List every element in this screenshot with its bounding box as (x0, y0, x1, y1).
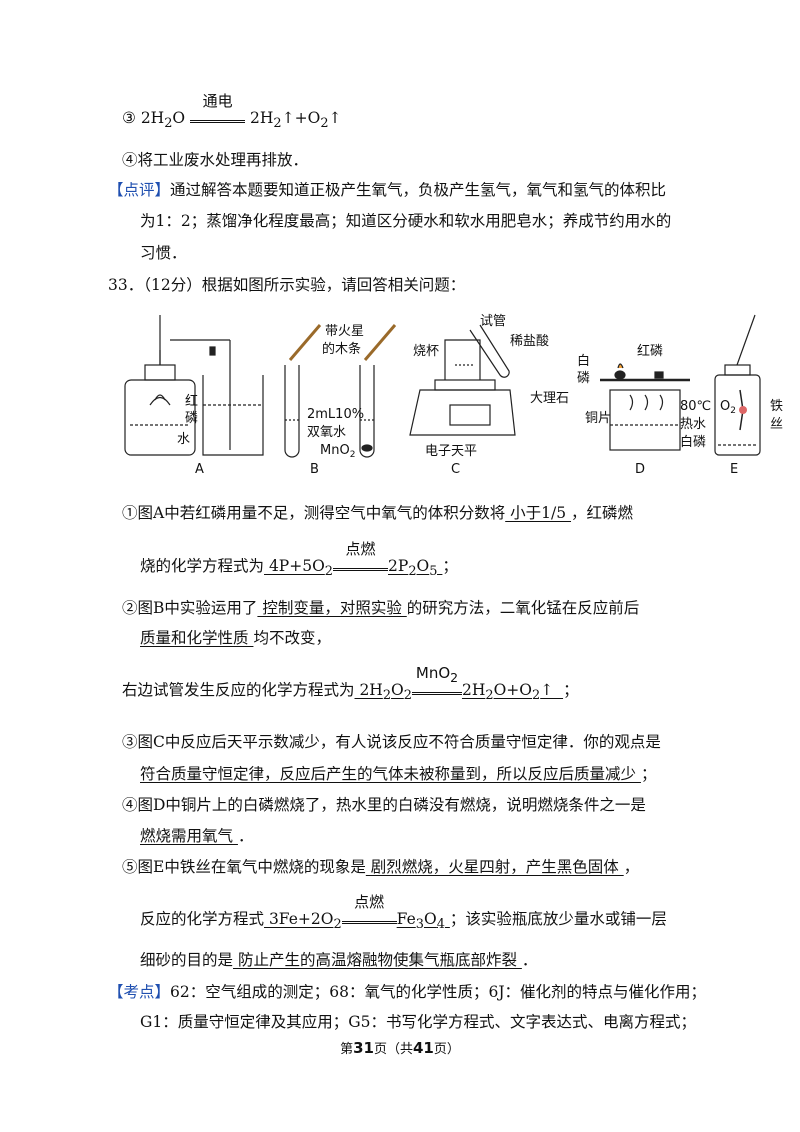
label-a-hong: 红 (185, 393, 198, 409)
label-d-lin: 磷 (577, 371, 590, 386)
comment-line-2: 为1：2；蒸馏净化程度最高；知道区分硬水和软水用肥皂水；养成节约用水的 (140, 212, 672, 230)
label-b-h2o2: 双氧水 (307, 425, 346, 440)
label-d: D (635, 462, 645, 477)
label-d-honglin: 红磷 (637, 343, 663, 359)
label-e-tie: 铁 (770, 399, 783, 414)
answer-5-line-1: ⑤图E中铁丝在氧气中燃烧的现象是 剧烈燃烧，火星四射，产生黑色固体 ， (122, 858, 640, 876)
answer-4-line-1: ④图D中铜片上的白磷燃烧了，热水里的白磷没有燃烧，说明燃烧条件之一是 (122, 796, 646, 814)
label-b-top1: 带火星 (325, 324, 364, 339)
label-c-xiyansuan: 稀盐酸 (510, 334, 549, 349)
label-e: E (730, 462, 738, 477)
figure-d-apparatus (600, 363, 690, 451)
reaction-arrow: 通电 (190, 92, 246, 123)
label-e-si: 丝 (770, 417, 783, 432)
answer-2-line-2: 质量和化学性质 均不改变， (140, 629, 331, 647)
label-c-dalishi: 大理石 (530, 391, 569, 406)
answer-2-line-1: ②图B中实验运用了 控制变量，对照实验 的研究方法，二氧化锰在反应前后 (122, 599, 640, 617)
knowledge-tag: 【考点】 (108, 983, 171, 1001)
answer-1-line-1: ①图A中若红磷用量不足，测得空气中氧气的体积分数将 小于1/5 ，红磷燃 (122, 504, 634, 522)
label-c-shaobei: 烧杯 (413, 344, 439, 359)
label-b-mno2: MnO2 (320, 443, 355, 460)
reaction-arrow: MnO2 (411, 664, 462, 695)
figure-e-apparatus (714, 314, 761, 456)
experiment-figure: 红 磷 水 A 带火星 的木条 2mL10% 双氧水 MnO2 B 试管 烧杯 … (124, 314, 783, 477)
answer-5-line-3: 细砂的目的是 防止产生的高温熔融物使集气瓶底部炸裂 ． (140, 951, 538, 969)
figure-a-apparatus (124, 315, 264, 456)
label-e-o2: O2 (720, 399, 736, 416)
label-d-bailin: 白磷 (680, 434, 706, 450)
comment-line-3: 习惯． (140, 244, 187, 262)
label-d-tongpian: 铜片 (585, 411, 611, 426)
label-a: A (195, 462, 204, 477)
figure-b-apparatus (284, 324, 397, 458)
answer-4-line-2: 燃烧需用氧气 ． (140, 827, 254, 845)
electrolysis-equation: ③ 2H2O 通电 2H2↑+O2↑ (122, 92, 342, 132)
label-b: B (310, 462, 319, 477)
figure-c-apparatus (409, 324, 516, 436)
comment-paragraph: 【点评】通过解答本题要知道正极产生氧气，负极产生氢气，氧气和氢气的体积比 (108, 181, 667, 199)
knowledge-points: 【考点】62：空气组成的测定；68：氧气的化学性质；6J：催化剂的特点与催化作用… (108, 983, 707, 1001)
label-c: C (451, 462, 460, 477)
comment-tag: 【点评】 (108, 181, 171, 199)
label-b-top2: 的木条 (322, 341, 361, 357)
label-d-bai: 白 (577, 353, 590, 369)
answer-3-line-1: ③图C中反应后天平示数减少，有人说该反应不符合质量守恒定律．你的观点是 (122, 733, 661, 751)
question-33-title: 33．（12分）根据如图所示实验，请回答相关问题： (108, 276, 466, 294)
label-a-lin: 磷 (185, 411, 198, 426)
label-a-shui: 水 (177, 432, 190, 447)
label-b-conc: 2mL10% (307, 407, 364, 422)
reaction-arrow: 点燃 (333, 540, 389, 571)
label-d-reshui: 热水 (680, 417, 706, 432)
label-c-shiguan: 试管 (480, 314, 506, 329)
answer-3-line-2: 符合质量守恒定律，反应后产生的气体未被称量到，所以反应后质量减少 ； (140, 765, 657, 783)
label-d-temp: 80℃ (680, 399, 711, 414)
answer-line-4: ④将工业废水处理再排放． (122, 151, 309, 169)
knowledge-points-line-2: G1：质量守恒定律及其应用；G5：书写化学方程式、文字表达式、电离方程式； (140, 1013, 696, 1031)
reaction-arrow: 点燃 (341, 893, 397, 924)
label-c-tianping: 电子天平 (425, 444, 477, 459)
page-footer: 第31页（共41页） (340, 1039, 460, 1057)
